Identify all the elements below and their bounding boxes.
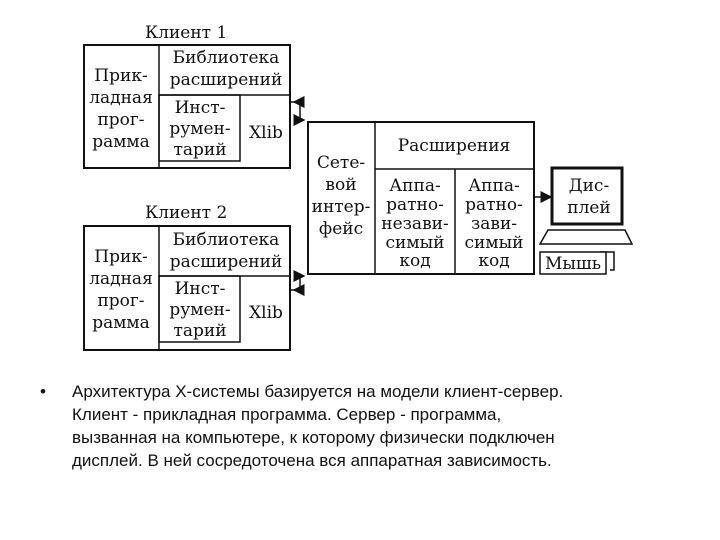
client-1-tools-block: Инст- румен- тарий <box>169 98 230 160</box>
client-1: Клиент 1 Прик- ладная прог- рамма Библио… <box>83 23 291 169</box>
hw-dependent-line: Аппа- <box>468 176 519 196</box>
connection-client-2 <box>290 270 306 296</box>
mouse-device: Мышь <box>539 251 607 275</box>
client-1-title: Клиент 1 <box>145 23 227 43</box>
client-1-tools-line: Инст- <box>175 98 226 118</box>
client-2-tools-line: Инст- <box>175 279 226 299</box>
x-architecture-diagram: Клиент 1 Прик- ладная прог- рамма Библио… <box>83 23 634 351</box>
hw-dependent-line: код <box>478 251 509 271</box>
mouse-box <box>539 251 607 275</box>
server: Сете- вой интер- фейс Расширения Аппа- р… <box>307 121 535 275</box>
client-2-library-line: расширений <box>170 252 283 272</box>
hw-independent-line: код <box>399 251 430 271</box>
network-line: фейс <box>319 219 363 239</box>
connection-client-1 <box>290 96 306 126</box>
bullet-mark: • <box>40 382 46 401</box>
display-line: Дис- <box>569 176 609 196</box>
hw-independent-line: ратно- <box>386 195 444 215</box>
client-1-tools-line: тарий <box>173 140 226 160</box>
hw-independent-line: незави- <box>381 214 448 234</box>
client-1-app-line: Прик- <box>94 66 147 86</box>
client-2: Клиент 2 Прик- ладная прог- рамма Библио… <box>83 203 291 351</box>
network-line: Сете- <box>317 153 365 173</box>
client-2-tools-line: тарий <box>173 321 226 341</box>
client-2-app-line: ладная <box>89 269 153 289</box>
client-2-app-line: Прик- <box>94 247 147 267</box>
hw-dependent-code: Аппа- ратно- зави- симый код <box>465 176 524 271</box>
hw-independent-line: симый <box>386 233 445 253</box>
client-2-title: Клиент 2 <box>145 203 227 223</box>
display-line: плей <box>567 198 611 218</box>
client-1-app-line: рамма <box>92 132 150 152</box>
client-1-library-line: Библиотека <box>173 48 280 68</box>
client-2-app-line: рамма <box>92 313 150 333</box>
hw-independent-line: Аппа- <box>389 176 440 196</box>
server-extensions: Расширения <box>398 136 511 156</box>
hw-dependent-line: симый <box>465 233 524 253</box>
client-2-tools-line: румен- <box>169 300 230 320</box>
client-1-library-block: Библиотека расширений <box>170 48 283 90</box>
client-1-tools-line: румен- <box>169 119 230 139</box>
connection-server-mouse <box>600 251 615 271</box>
client-2-library-line: Библиотека <box>173 230 280 250</box>
mouse-label: Мышь <box>545 254 601 274</box>
client-2-app-line: прог- <box>97 291 144 311</box>
client-1-app-block: Прик- ладная прог- рамма <box>89 66 153 152</box>
client-1-app-line: прог- <box>97 110 144 130</box>
client-2-frame <box>83 225 291 351</box>
client-2-tools-block: Инст- румен- тарий <box>169 279 230 341</box>
client-2-library-block: Библиотека расширений <box>170 230 283 272</box>
display-device: Дис- плей <box>538 166 634 245</box>
bullet-text: Архитектура X-системы базируется на моде… <box>72 382 564 470</box>
client-1-app-line: ладная <box>89 88 153 108</box>
client-2-xlib: Xlib <box>249 303 283 323</box>
hw-independent-code: Аппа- ратно- незави- симый код <box>381 176 448 271</box>
client-1-xlib: Xlib <box>249 123 283 143</box>
server-network-interface: Сете- вой интер- фейс <box>312 153 371 239</box>
display-monitor <box>550 166 624 226</box>
client-2-app-block: Прик- ладная прог- рамма <box>89 247 153 333</box>
client-1-library-line: расширений <box>170 70 283 90</box>
network-line: вой <box>325 175 356 195</box>
hw-dependent-line: зави- <box>471 214 517 234</box>
server-frame <box>307 121 535 275</box>
keyboard-base <box>538 229 634 245</box>
client-1-frame <box>83 44 291 169</box>
hw-dependent-line: ратно- <box>465 195 523 215</box>
network-line: интер- <box>312 197 371 217</box>
